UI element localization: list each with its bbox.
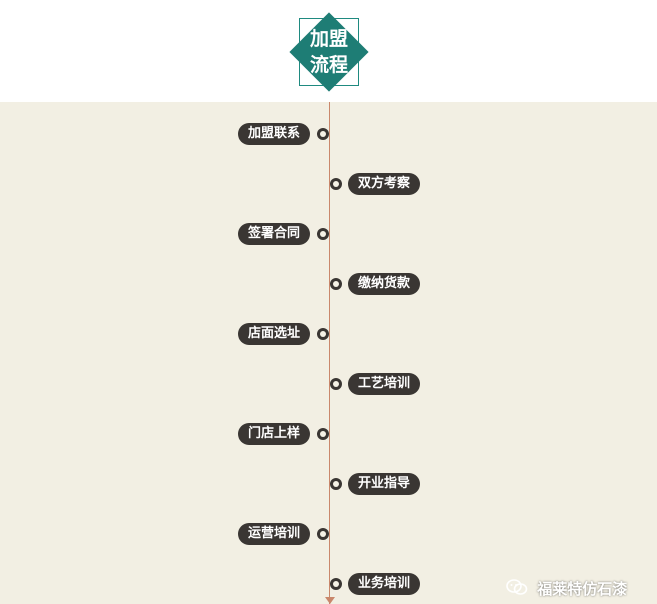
- watermark-text: 福莱特仿石漆: [537, 580, 628, 598]
- timeline-spine: [329, 102, 330, 604]
- timeline-node-icon: [330, 478, 342, 490]
- timeline-node-icon: [330, 578, 342, 590]
- timeline-node-icon: [330, 178, 342, 190]
- step-label-8: 开业指导: [348, 473, 421, 495]
- wechat-icon: [506, 578, 528, 601]
- timeline-node-icon: [330, 378, 342, 390]
- step-label-2: 双方考察: [348, 173, 421, 195]
- timeline-node-icon: [317, 328, 329, 340]
- timeline-panel: [0, 102, 657, 604]
- step-label-9: 运营培训: [237, 523, 310, 545]
- step-label-10: 业务培训: [348, 573, 421, 595]
- timeline-node-icon: [330, 278, 342, 290]
- badge-title-line1: 加盟: [309, 28, 348, 50]
- badge-title: 加盟 流程: [289, 26, 369, 78]
- step-label-1: 加盟联系: [237, 123, 310, 145]
- step-label-5: 店面选址: [237, 323, 310, 345]
- badge-title-line2: 流程: [309, 54, 348, 76]
- step-label-3: 签署合同: [237, 223, 310, 245]
- watermark: 福莱特仿石漆: [506, 578, 627, 598]
- title-badge: 加盟 流程: [289, 12, 369, 92]
- timeline-node-icon: [317, 528, 329, 540]
- step-label-6: 工艺培训: [348, 373, 421, 395]
- step-label-7: 门店上样: [237, 423, 310, 445]
- timeline-node-icon: [317, 128, 329, 140]
- timeline-node-icon: [317, 428, 329, 440]
- timeline-node-icon: [317, 228, 329, 240]
- timeline-arrow-icon: [325, 597, 335, 604]
- step-label-4: 缴纳货款: [348, 273, 421, 295]
- header: 加盟 流程: [0, 0, 657, 102]
